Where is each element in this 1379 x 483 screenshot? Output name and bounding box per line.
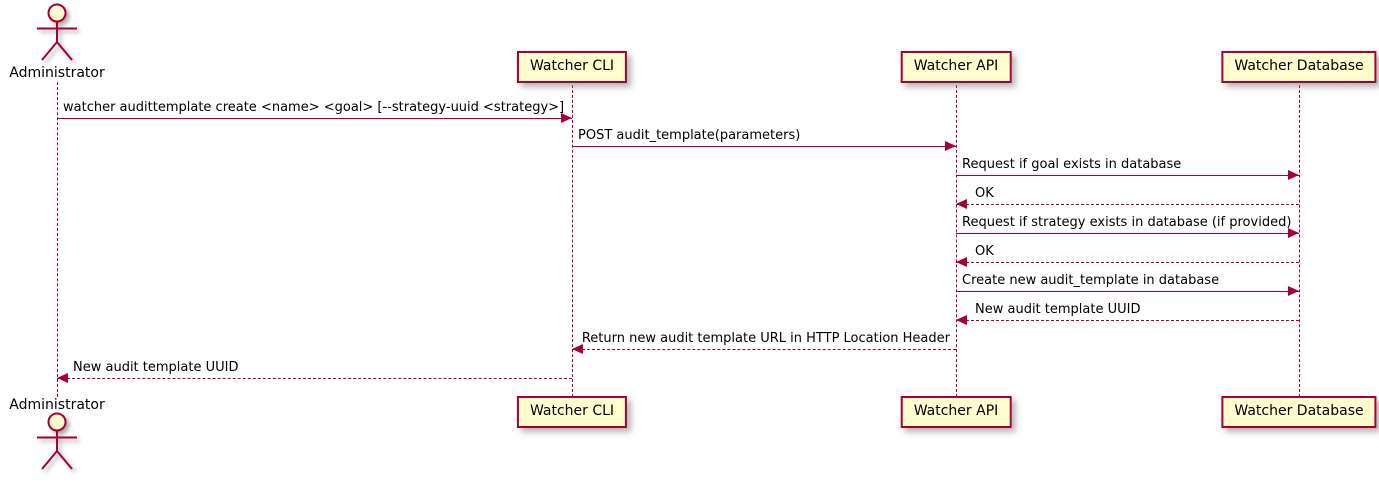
lifeline-watcher-cli xyxy=(572,80,573,397)
actor-administrator-label-bottom: Administrator xyxy=(9,397,105,413)
message-10-label: New audit template UUID xyxy=(73,360,239,375)
message-6-label: OK xyxy=(975,244,994,259)
message-2-arrowhead-icon xyxy=(945,141,956,151)
message-9-label: Return new audit template URL in HTTP Lo… xyxy=(581,331,950,346)
message-7-arrowhead-icon xyxy=(1288,286,1299,296)
participant-watcher-cli-top: Watcher CLI xyxy=(516,51,628,83)
participant-watcher-database-top: Watcher Database xyxy=(1221,51,1377,83)
message-9-arrowhead-icon xyxy=(572,344,583,354)
message-3-label: Request if goal exists in database xyxy=(962,157,1182,172)
participant-watcher-api-bottom: Watcher API xyxy=(900,396,1012,428)
message-10-arrowhead-icon xyxy=(57,373,68,383)
message-4-label: OK xyxy=(975,186,994,201)
actor-administrator-icon-top xyxy=(34,3,80,67)
participant-watcher-api-top: Watcher API xyxy=(900,51,1012,83)
message-5-label: Request if strategy exists in database (… xyxy=(962,215,1292,230)
message-5-arrow xyxy=(956,233,1299,234)
message-6-arrow xyxy=(956,262,1299,263)
message-1-arrowhead-icon xyxy=(561,113,572,123)
message-3-arrow xyxy=(956,175,1299,176)
message-4-arrowhead-icon xyxy=(956,199,967,209)
message-2-arrow xyxy=(572,146,956,147)
message-8-arrowhead-icon xyxy=(956,315,967,325)
message-8-arrow xyxy=(956,320,1299,321)
participant-watcher-cli-bottom: Watcher CLI xyxy=(516,396,628,428)
message-2-label: POST audit_template(parameters) xyxy=(578,128,801,143)
actor-administrator-label-top: Administrator xyxy=(9,65,105,81)
message-9-arrow xyxy=(572,349,956,350)
message-8-label: New audit template UUID xyxy=(975,302,1141,317)
message-5-arrowhead-icon xyxy=(1288,228,1299,238)
message-3-arrowhead-icon xyxy=(1288,170,1299,180)
message-10-arrow xyxy=(57,378,572,379)
message-4-arrow xyxy=(956,204,1299,205)
lifeline-administrator xyxy=(57,82,58,397)
message-6-arrowhead-icon xyxy=(956,257,967,267)
lifeline-watcher-api xyxy=(956,80,957,397)
message-1-arrow xyxy=(57,118,572,119)
lifeline-watcher-database xyxy=(1299,80,1300,397)
message-1-label: watcher audittemplate create <name> <goa… xyxy=(63,100,565,115)
participant-watcher-database-bottom: Watcher Database xyxy=(1221,396,1377,428)
actor-administrator-icon-bottom xyxy=(34,412,80,476)
message-7-arrow xyxy=(956,291,1299,292)
message-7-label: Create new audit_template in database xyxy=(962,273,1220,288)
